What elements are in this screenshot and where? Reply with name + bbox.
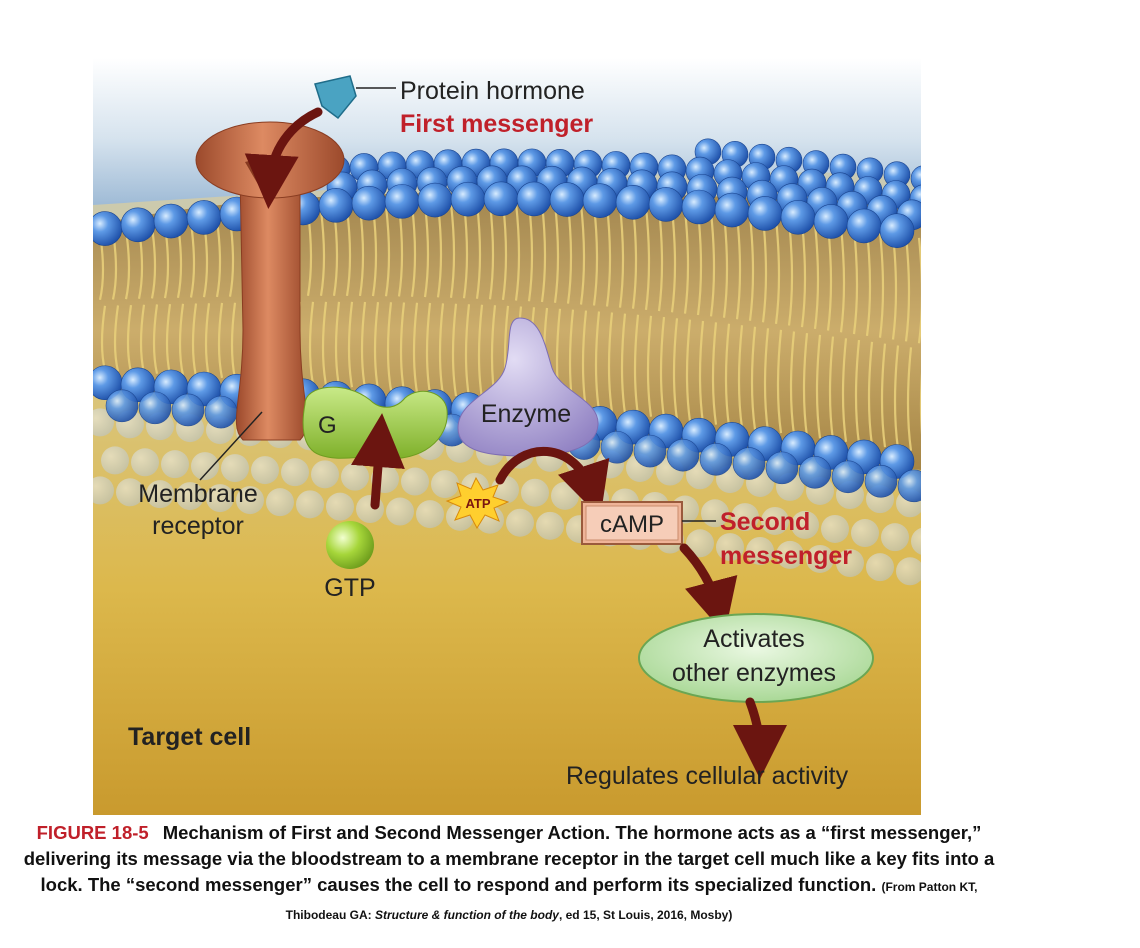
camp-box [581,501,683,545]
receptor-leader-line [199,411,263,481]
figure-number: FIGURE 18-5 [36,822,149,843]
atp-star [445,476,510,530]
enzyme-label: Enzyme [481,400,571,428]
atp-label: ATP [465,496,490,511]
gtp-arrow [351,413,405,510]
credit-title: Structure & function of the body [374,908,559,922]
regulates-label: Regulates cellular activity [566,762,849,790]
gtp-label: GTP [324,574,375,602]
other-enzymes-label: other enzymes [672,659,836,687]
caption-text: Mechanism of First and Second Messenger … [23,822,995,895]
messenger-label: messenger [720,542,852,570]
protein-hormone [314,75,396,120]
credit-suffix: , ed 15, St Louis, 2016, Mosby) [558,908,733,922]
target-cell-label: Target cell [128,723,251,751]
activates-label: Activates [703,625,804,653]
hormone-binding-arrow [244,107,323,209]
membrane-label: Membrane [138,480,258,508]
first-messenger-label: First messenger [400,110,593,138]
camp-label: cAMP [600,511,664,538]
activates-ellipse [638,613,874,703]
g-protein-label: G [318,412,337,439]
atp-to-camp-arrow [495,446,610,518]
receptor-label: receptor [152,512,244,540]
gtp-molecule [326,521,374,569]
credit-prefix: (From Patton KT, Thibodeau GA: [285,880,978,922]
second-label: Second [720,508,810,536]
camp-to-enzymes-arrow [679,543,738,635]
caption-credit: (From Patton KT, Thibodeau GA: Structure… [286,880,978,922]
protein-hormone-label: Protein hormone [400,77,585,105]
regulates-arrow [732,697,787,779]
